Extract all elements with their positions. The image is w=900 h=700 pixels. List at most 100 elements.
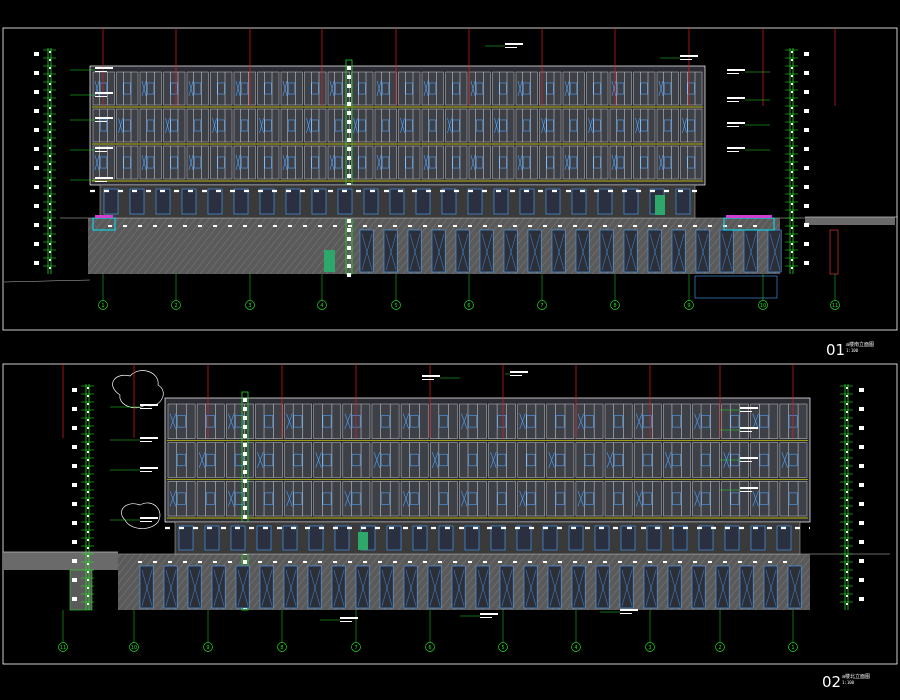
glass-mark <box>188 155 194 170</box>
glass-frame <box>351 453 361 467</box>
window-panel <box>167 442 196 478</box>
core-block <box>243 461 247 465</box>
window-panel <box>546 481 575 517</box>
podium-window <box>750 525 766 551</box>
window-panel <box>167 403 196 439</box>
glass-mark <box>286 413 293 430</box>
window-panel <box>539 71 562 106</box>
lower-bay-mark <box>721 233 733 271</box>
elevation-tag <box>859 483 864 487</box>
core-block <box>243 434 247 438</box>
level-dot <box>846 451 848 453</box>
note-text-bar <box>140 517 158 519</box>
glass-frame <box>640 82 648 95</box>
glass-frame <box>687 156 695 169</box>
level-dot <box>846 467 848 469</box>
left-slab <box>3 552 118 570</box>
podium-window <box>308 525 324 551</box>
level-dot <box>791 243 793 245</box>
core-block <box>347 165 351 169</box>
level-dot <box>791 163 793 165</box>
hatch-line <box>332 218 378 274</box>
glass-frame <box>428 156 437 169</box>
window-panel <box>468 145 491 180</box>
level-dot <box>846 563 848 565</box>
window-panel <box>421 145 444 180</box>
drawing-number-01: 01 <box>826 341 846 359</box>
podium-window <box>594 525 610 551</box>
glass-frame <box>475 119 484 132</box>
elevation-tag <box>72 464 77 468</box>
level-dot <box>49 99 51 101</box>
glass-frame <box>499 156 507 169</box>
level-dot <box>49 107 51 109</box>
glass-mark <box>227 413 235 430</box>
core-block <box>347 237 351 241</box>
note-text-bar <box>140 471 152 472</box>
window-panel <box>342 481 371 517</box>
glass-mark <box>781 452 788 468</box>
axis-label: 1 <box>791 645 794 651</box>
window-panel <box>398 108 421 143</box>
glass-frame <box>569 119 578 132</box>
glass-frame <box>643 415 652 428</box>
podium-window <box>620 525 636 551</box>
glass-frame <box>240 82 249 95</box>
hatch-line <box>118 554 149 593</box>
axis-label: 9 <box>687 303 690 309</box>
core-block <box>347 219 351 223</box>
window-panel <box>633 481 662 517</box>
core-block <box>243 425 247 429</box>
glass-frame <box>759 415 769 428</box>
hatch-line <box>88 218 126 266</box>
axis-label: 8 <box>280 645 283 651</box>
level-dot <box>87 467 89 469</box>
note-text-bar <box>680 59 692 60</box>
glass-mark <box>517 81 523 96</box>
panel-frame-01 <box>2 27 898 331</box>
level-dot <box>49 75 51 77</box>
level-dot <box>791 179 793 181</box>
glass-mark <box>490 452 497 468</box>
level-dot <box>87 491 89 493</box>
podium-window <box>545 188 561 215</box>
elevation-tag <box>859 388 864 392</box>
glass-mark <box>658 155 664 170</box>
elevation-tag <box>72 483 77 487</box>
drawing-number-02: 02 <box>822 673 842 691</box>
level-dot <box>87 507 89 509</box>
note-text-bar <box>727 122 745 124</box>
podium-window <box>129 188 145 215</box>
axis-bubble <box>317 300 327 310</box>
window-panel <box>371 403 400 439</box>
note-text-bar <box>140 521 152 522</box>
glass-frame <box>235 453 244 467</box>
window-panel <box>313 403 342 439</box>
axis-label: 11 <box>832 303 838 309</box>
window-panel <box>226 403 254 439</box>
glass-frame <box>640 119 648 132</box>
core-block <box>347 246 351 250</box>
glass-frame <box>593 156 601 169</box>
glass-mark <box>564 81 570 96</box>
axis-label: 3 <box>648 645 651 651</box>
window-panel <box>604 442 633 478</box>
core-block <box>347 93 351 97</box>
level-dot <box>846 411 848 413</box>
planter-top <box>95 215 113 218</box>
glass-frame <box>380 492 390 505</box>
elevation-tag <box>34 261 39 265</box>
window-panel <box>327 71 350 106</box>
level-dot <box>846 531 848 533</box>
glass-mark <box>286 490 293 507</box>
glass-frame <box>146 119 155 132</box>
window-panel <box>779 481 808 517</box>
window-panel <box>492 108 515 143</box>
glass-frame <box>409 492 419 505</box>
glass-frame <box>584 492 594 505</box>
window-panel <box>116 145 139 180</box>
glass-frame <box>526 492 536 505</box>
core-block <box>347 156 351 160</box>
glass-frame <box>99 156 108 169</box>
window-panel <box>257 71 280 106</box>
